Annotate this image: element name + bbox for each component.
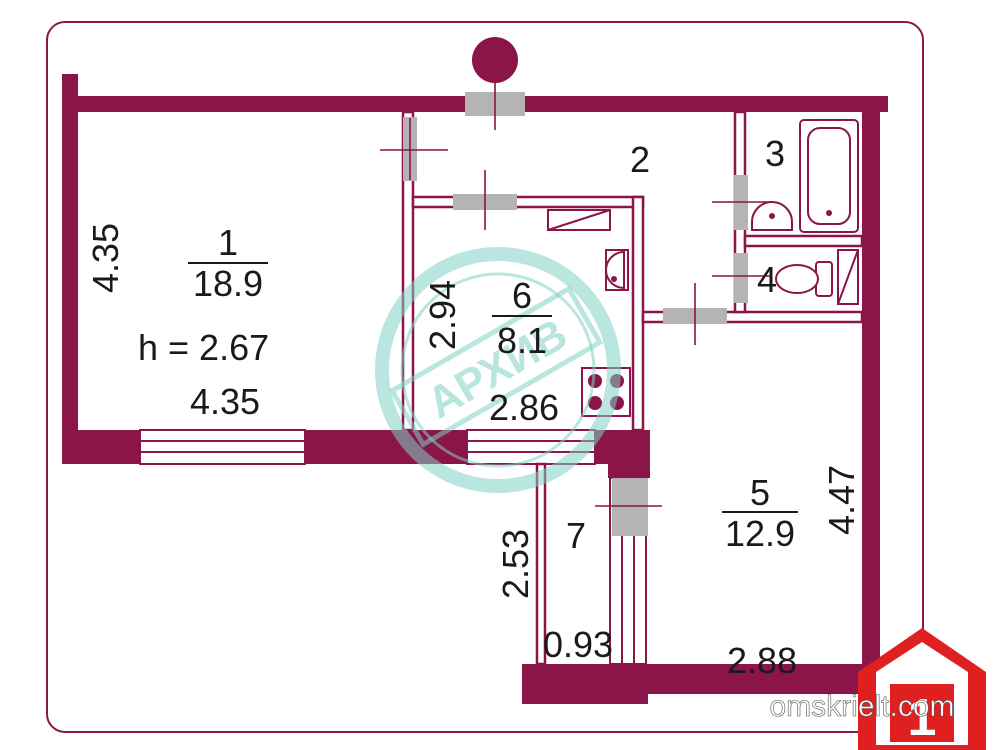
brand-logo-digit: 1 xyxy=(908,689,937,747)
door-room7 xyxy=(595,478,662,536)
wall-block xyxy=(522,664,648,704)
window-room1 xyxy=(139,429,306,465)
room5-area: 12.9 xyxy=(725,513,795,554)
toilet-icon xyxy=(775,261,833,297)
room1-width-dimension: 4.35 xyxy=(190,381,260,422)
door-room5 xyxy=(663,283,727,345)
wall-left xyxy=(62,74,78,464)
room5-number: 5 xyxy=(750,472,770,513)
room6-width-dimension: 2.86 xyxy=(489,387,559,428)
partition-room7-left xyxy=(535,462,547,666)
room7-number: 7 xyxy=(566,515,586,556)
sink-bathroom-icon xyxy=(751,201,793,231)
partition-room5-top xyxy=(641,310,864,324)
room7-height-dimension: 2.53 xyxy=(495,529,536,599)
room1-label: 1 18.9 xyxy=(188,222,268,304)
room2-number: 2 xyxy=(630,139,650,180)
ceiling-height: h = 2.67 xyxy=(138,327,269,368)
room7-width-dimension: 0.93 xyxy=(543,624,613,665)
room6-area: 8.1 xyxy=(497,320,547,361)
room1-number: 1 xyxy=(218,222,238,263)
room5-label: 5 12.9 xyxy=(722,472,798,554)
room3-number: 3 xyxy=(765,133,785,174)
shower-icon xyxy=(837,249,859,305)
room1-area: 18.9 xyxy=(193,263,263,304)
room6-label: 6 8.1 xyxy=(492,275,552,361)
door-entrance xyxy=(465,37,525,130)
brand-site: omskrielt.com xyxy=(769,690,954,723)
room6-number: 6 xyxy=(512,275,532,316)
door-kitchen xyxy=(453,170,517,230)
room5-width-dimension: 2.88 xyxy=(727,640,797,681)
room5-height-dimension: 4.47 xyxy=(821,465,862,535)
room4-number: 4 xyxy=(757,259,777,300)
door-room1 xyxy=(380,117,448,181)
room1-height-dimension: 4.35 xyxy=(85,223,126,293)
plan-frame xyxy=(46,21,924,733)
partition-hall-left xyxy=(401,110,415,432)
partition-bath-wc xyxy=(743,234,864,248)
partition-kitchen-right xyxy=(631,195,645,432)
brand-logo: 1 xyxy=(858,628,986,750)
wall-right xyxy=(862,112,880,692)
door-bathroom xyxy=(712,175,770,230)
bathtub-icon xyxy=(799,119,859,233)
entrance-marker-icon xyxy=(472,37,518,83)
wall-column xyxy=(608,430,650,478)
room6-height-dimension: 2.94 xyxy=(422,280,463,350)
door-wc xyxy=(712,253,770,303)
kitchen-sink-icon xyxy=(605,249,629,291)
partition-kitchen-top xyxy=(411,195,645,209)
countertop-icon xyxy=(547,209,611,231)
